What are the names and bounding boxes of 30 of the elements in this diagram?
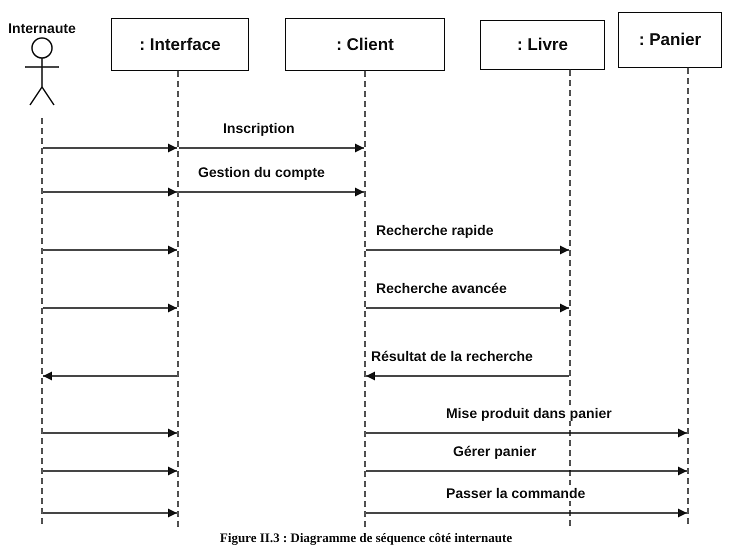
edge-label: Mise produit dans panier bbox=[445, 405, 613, 421]
message-arrow bbox=[179, 144, 364, 152]
message-arrow bbox=[43, 246, 177, 254]
message-arrow bbox=[43, 466, 177, 476]
message-arrow bbox=[43, 508, 177, 518]
caption: Figure II.3 : Diagramme de séquence côté internaute bbox=[218, 530, 514, 546]
message-arrow bbox=[366, 428, 687, 438]
message-arrow bbox=[43, 372, 177, 380]
message-arrow bbox=[366, 466, 687, 476]
edge-label: Recherche rapide bbox=[375, 222, 494, 238]
object-box: : Interface bbox=[111, 18, 249, 71]
object-box: : Panier bbox=[618, 12, 722, 68]
message-arrow bbox=[43, 428, 177, 438]
message-arrow bbox=[43, 188, 177, 196]
message-arrow bbox=[366, 508, 687, 518]
message-arrow bbox=[366, 304, 569, 312]
message-arrow bbox=[43, 304, 177, 312]
edge-label: Résultat de la recherche bbox=[370, 348, 534, 364]
object-box: : Client bbox=[285, 18, 445, 71]
message-arrow bbox=[366, 246, 569, 254]
edge-label: Gérer panier bbox=[452, 443, 538, 459]
actor-label: Internaute bbox=[8, 20, 76, 36]
message-arrow bbox=[43, 144, 177, 152]
message-arrow bbox=[179, 188, 364, 196]
object-box: : Livre bbox=[480, 20, 605, 70]
edge-label: Passer la commande bbox=[445, 485, 586, 501]
edge-label: Recherche avancée bbox=[375, 280, 508, 296]
message-arrow bbox=[366, 372, 569, 380]
edge-label: Gestion du compte bbox=[197, 164, 326, 180]
edge-label: Inscription bbox=[222, 120, 296, 136]
